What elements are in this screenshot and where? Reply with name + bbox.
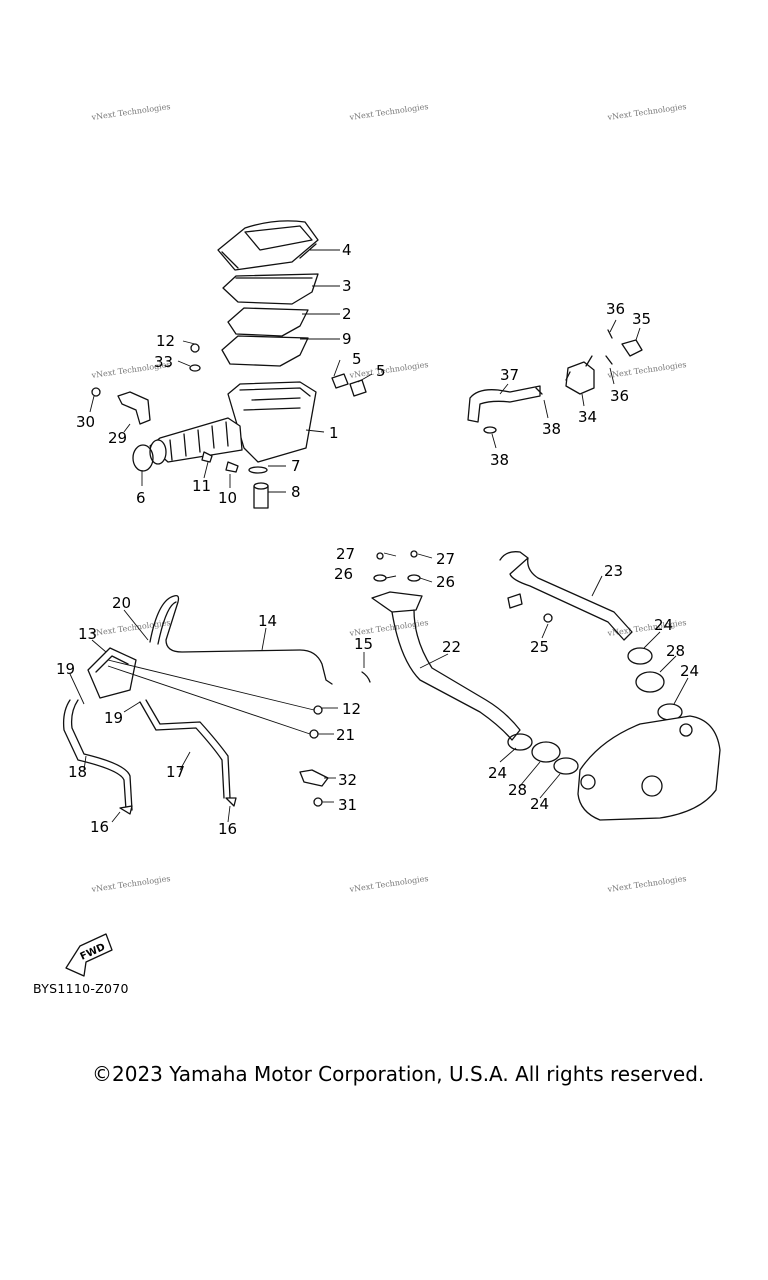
watermark: vNext Technologies (606, 618, 687, 638)
watermark: vNext Technologies (606, 360, 687, 380)
callout-29: 29 (108, 429, 127, 447)
hose-18 (62, 699, 133, 811)
air-filter-element (222, 273, 319, 305)
callout-32: 32 (338, 771, 357, 789)
gasket-2 (227, 307, 309, 337)
callout-25: 25 (530, 638, 549, 656)
watermark: vNext Technologies (348, 874, 429, 894)
callout-30: 30 (76, 413, 95, 431)
callout-26: 26 (334, 565, 353, 583)
callout-24d: 24 (680, 662, 699, 680)
small-parts (91, 343, 367, 509)
bracket-29 (117, 391, 151, 425)
watermark: vNext Technologies (606, 874, 687, 894)
callout-15: 15 (354, 635, 373, 653)
watermark: vNext Technologies (90, 874, 171, 894)
callout-36: 36 (606, 300, 625, 318)
callout-3: 3 (342, 277, 352, 295)
callout-28b: 28 (666, 642, 685, 660)
callout-1: 1 (329, 424, 339, 442)
valve-assembly (467, 329, 643, 434)
callout-33: 33 (154, 353, 173, 371)
callout-34: 34 (578, 408, 597, 426)
callout-6: 6 (136, 489, 146, 507)
small-fittings (119, 671, 371, 815)
callout-14: 14 (258, 612, 277, 630)
callout-31: 31 (338, 796, 357, 814)
callout-17: 17 (166, 763, 185, 781)
callout-11: 11 (192, 477, 211, 495)
callout-24b: 24 (530, 795, 549, 813)
watermark: vNext Technologies (90, 618, 171, 638)
callout-16b: 16 (218, 820, 237, 838)
cvt-cover (577, 715, 721, 821)
copyright-notice: ©2023 Yamaha Motor Corporation, U.S.A. A… (92, 1062, 705, 1086)
callout-4: 4 (342, 241, 352, 259)
callout-22: 22 (442, 638, 461, 656)
callout-24a: 24 (488, 764, 507, 782)
watermark: vNext Technologies (606, 102, 687, 122)
callout-12b: 12 (342, 700, 361, 718)
callout-13: 13 (78, 625, 97, 643)
vent-box-13 (87, 647, 137, 699)
callout-18: 18 (68, 763, 87, 781)
leader-lines (69, 249, 689, 823)
diagram-code: BYS1110-Z070 (33, 981, 129, 996)
callouts: 1 2 3 4 5 5 6 7 8 9 10 11 12 12 13 14 15… (56, 241, 699, 838)
lines (107, 659, 315, 735)
callout-38: 38 (542, 420, 561, 438)
callout-28: 28 (508, 781, 527, 799)
duct-22 (371, 591, 521, 741)
callout-20: 20 (112, 594, 131, 612)
air-cleaner-cover (217, 220, 319, 271)
hose-clamp-6 (132, 444, 154, 472)
callout-2: 2 (342, 305, 352, 323)
air-box-case (149, 381, 317, 465)
callout-19b: 19 (104, 709, 123, 727)
callout-19: 19 (56, 660, 75, 678)
callout-27: 27 (336, 545, 355, 563)
callout-37: 37 (500, 366, 519, 384)
watermark: vNext Technologies (348, 102, 429, 122)
duct-23 (499, 551, 633, 641)
callout-12: 12 (156, 332, 175, 350)
callout-24c: 24 (654, 616, 673, 634)
callout-16: 16 (90, 818, 109, 836)
callout-21: 21 (336, 726, 355, 744)
callout-27b: 27 (436, 550, 455, 568)
fwd-arrow-icon: FWD (65, 933, 113, 977)
callout-23: 23 (604, 562, 623, 580)
callout-5: 5 (352, 350, 362, 368)
callout-5b: 5 (376, 362, 386, 380)
callout-9: 9 (342, 330, 352, 348)
callout-10: 10 (218, 489, 237, 507)
hose-14 (149, 594, 333, 685)
callout-35: 35 (632, 310, 651, 328)
gasket-9 (221, 335, 309, 367)
callout-38b: 38 (490, 451, 509, 469)
callout-8: 8 (291, 483, 301, 501)
callout-26b: 26 (436, 573, 455, 591)
callout-36b: 36 (610, 387, 629, 405)
hose-17 (139, 699, 231, 799)
watermark: vNext Technologies (90, 102, 171, 122)
callout-7: 7 (291, 457, 301, 475)
